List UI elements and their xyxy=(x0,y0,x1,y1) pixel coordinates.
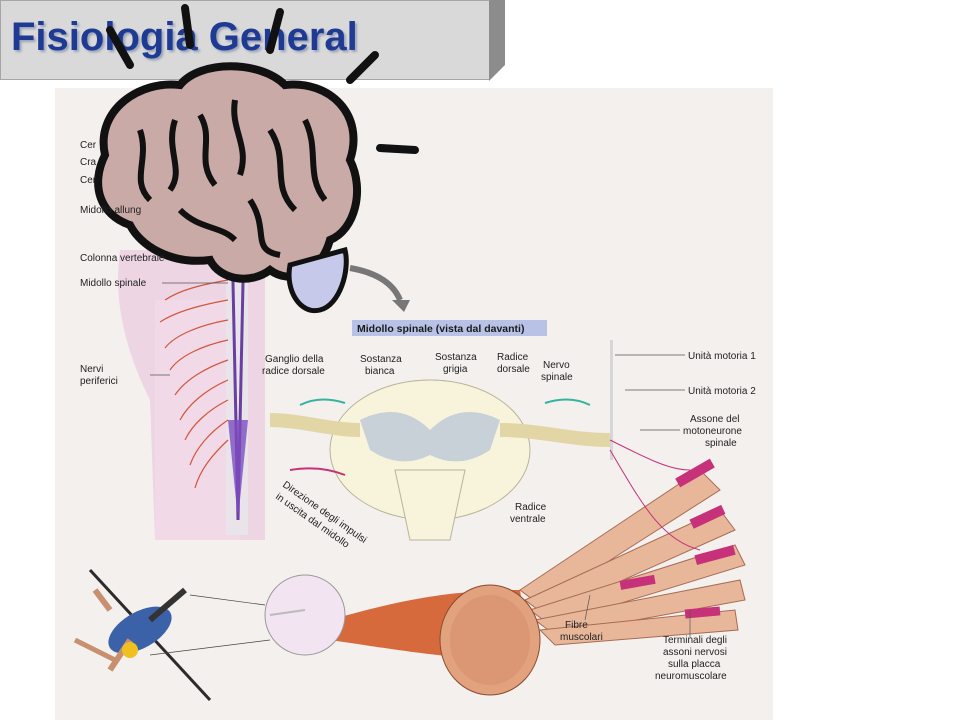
label-nervo-spinale-1: Nervo xyxy=(543,360,570,371)
label-radice-dorsale-1: Radice xyxy=(497,352,529,363)
muscle-bundle xyxy=(330,584,541,696)
label-fibre-2: muscolari xyxy=(560,632,603,643)
pointer-arrow xyxy=(349,265,403,302)
label-periferici: periferici xyxy=(80,376,118,387)
label-radice-dorsale-2: dorsale xyxy=(497,364,530,375)
endplate-5 xyxy=(684,606,721,619)
endplate-1 xyxy=(675,458,715,488)
label-sostanza-grigia-2: grigia xyxy=(443,364,468,375)
label-sostanza-grigia-1: Sostanza xyxy=(435,352,477,363)
label-cervello-2: Cra xyxy=(80,157,97,168)
panel-title: Midollo spinale (vista dal davanti) xyxy=(357,323,524,335)
athlete-figure xyxy=(73,568,212,702)
label-midollo-allungato: Midollo allung xyxy=(80,205,141,216)
label-radice-ventrale-2: ventrale xyxy=(510,514,546,525)
label-sostanza-bianca-1: Sostanza xyxy=(360,354,402,365)
endplate-4 xyxy=(619,574,656,590)
label-ganglio-2: radice dorsale xyxy=(262,366,325,377)
label-cervello-3: Cer xyxy=(80,175,97,186)
label-colonna-vertebrale: Colonna vertebrale xyxy=(80,253,165,264)
label-ganglio-1: Ganglio della xyxy=(265,354,324,365)
label-terminali-2: assoni nervosi xyxy=(663,647,727,658)
label-cervello-1: Cer xyxy=(80,140,97,151)
label-midollo-spinale: Midollo spinale xyxy=(80,278,147,289)
label-unita-motoria-2: Unità motoria 2 xyxy=(688,386,756,397)
label-fibre-1: Fibre xyxy=(565,620,588,631)
spinal-column xyxy=(226,234,248,535)
peripheral-nerves xyxy=(159,279,229,489)
label-nervi: Nervi xyxy=(80,364,103,375)
endplate-2 xyxy=(689,504,726,529)
panel-header-bg xyxy=(352,320,547,336)
muscle-fibers xyxy=(519,439,746,646)
spinal-cross-section xyxy=(269,379,611,541)
label-unita-motoria-1: Unità motoria 1 xyxy=(688,351,756,362)
zoom-circle xyxy=(264,574,346,656)
label-terminali-1: Terminali degli xyxy=(663,635,727,646)
label-assone-2: motoneurone xyxy=(683,426,742,437)
label-nervo-spinale-2: spinale xyxy=(541,372,573,383)
label-sostanza-bianca-2: bianca xyxy=(365,366,395,377)
label-terminali-4: neuromuscolare xyxy=(655,671,727,682)
label-radice-ventrale-1: Radice xyxy=(515,502,547,513)
label-terminali-3: sulla placca xyxy=(668,659,721,670)
label-assone-3: spinale xyxy=(705,438,737,449)
endplate-3 xyxy=(694,544,736,566)
label-assone-1: Assone del xyxy=(690,414,739,425)
brain-clipart xyxy=(94,4,419,314)
torso-back xyxy=(155,300,240,540)
